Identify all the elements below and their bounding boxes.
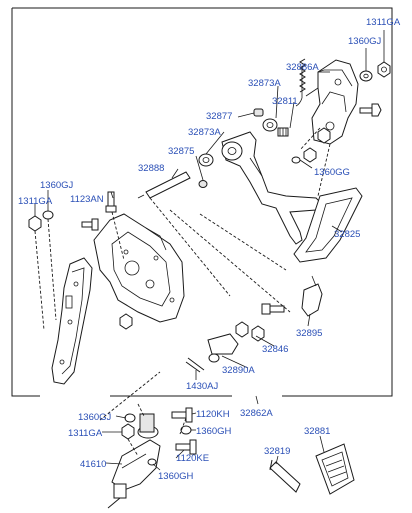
washer-1360gh-right[interactable] xyxy=(180,425,192,435)
bolt-1123an[interactable] xyxy=(105,191,117,213)
label-32819[interactable]: 32819 xyxy=(264,446,290,457)
label-32888[interactable]: 32888 xyxy=(138,163,164,174)
label-1360gj-left[interactable]: 1360GJ xyxy=(40,180,74,191)
label-32877[interactable]: 32877 xyxy=(206,111,232,122)
bolt-left-lower[interactable] xyxy=(81,218,99,231)
brake-pedal-arm[interactable] xyxy=(221,131,323,245)
snap-pin-1430aj[interactable] xyxy=(185,357,205,373)
bolt-1120kh[interactable] xyxy=(171,407,193,423)
label-1120ke[interactable]: 1120KE xyxy=(176,453,209,464)
label-1360gh-right[interactable]: 1360GH xyxy=(196,426,232,437)
side-support-bar[interactable] xyxy=(51,257,93,385)
bracket-nut-bottom[interactable] xyxy=(119,313,133,330)
nut-1311ga-left[interactable] xyxy=(28,215,42,232)
label-1311ga-bottom[interactable]: 1311GA xyxy=(68,428,103,439)
label-32875[interactable]: 32875 xyxy=(168,146,194,157)
bolt-1120ke[interactable] xyxy=(175,439,197,455)
master-cylinder-41610[interactable] xyxy=(107,413,161,509)
washer-1360gj-left[interactable] xyxy=(42,210,54,220)
part-labels: 1311GA 1360GJ 32886A 32873A 32811 32877 … xyxy=(18,17,401,482)
label-1120kh[interactable]: 1120KH xyxy=(196,409,230,420)
label-32895[interactable]: 32895 xyxy=(296,328,322,339)
label-1311ga-top-right[interactable]: 1311GA xyxy=(366,17,401,28)
nut-1311ga-bottom[interactable] xyxy=(121,423,135,440)
washer-1360gj-bottom[interactable] xyxy=(124,413,136,423)
label-32862a[interactable]: 32862A xyxy=(240,408,273,419)
label-1360gj-bottom[interactable]: 1360GJ xyxy=(78,412,112,423)
dashed-alignment-lines xyxy=(34,127,331,457)
bushing-32877[interactable] xyxy=(253,108,264,117)
return-spring[interactable] xyxy=(295,58,306,107)
bolt-32846[interactable] xyxy=(261,303,285,315)
washer-1360gj-top-right[interactable] xyxy=(359,70,373,82)
bracket-bolt[interactable] xyxy=(359,103,382,117)
label-32811[interactable]: 32811 xyxy=(272,96,298,107)
pedal-pad-32825[interactable] xyxy=(293,187,363,263)
sleeve-32875[interactable] xyxy=(198,180,208,188)
pin-32811[interactable] xyxy=(277,127,289,137)
label-32846[interactable]: 32846 xyxy=(262,344,288,355)
bracket-nut-lower[interactable] xyxy=(317,127,331,144)
pedal-pad-cover-32881[interactable] xyxy=(315,443,355,495)
nut-1311ga-top-right[interactable] xyxy=(377,61,391,78)
label-32825[interactable]: 32825 xyxy=(334,229,360,240)
stopper-1360gg[interactable] xyxy=(291,147,317,164)
nut-32846-b[interactable] xyxy=(251,325,265,342)
stop-lamp-switch-32895[interactable] xyxy=(301,275,323,317)
bushing-32873a-upper[interactable] xyxy=(262,118,278,132)
label-1360gh-bottom[interactable]: 1360GH xyxy=(158,471,194,482)
pedal-shaft-32888[interactable] xyxy=(137,171,191,199)
label-1360gg[interactable]: 1360GG xyxy=(314,167,350,178)
label-32881[interactable]: 32881 xyxy=(304,426,330,437)
label-32890a[interactable]: 32890A xyxy=(222,365,255,376)
washer-1360gh-bottom[interactable] xyxy=(147,458,157,466)
label-32873a-top[interactable]: 32873A xyxy=(248,78,281,89)
clevis-32890a[interactable] xyxy=(207,333,239,363)
label-32886a[interactable]: 32886A xyxy=(286,62,319,73)
label-1311ga-left[interactable]: 1311GA xyxy=(18,196,53,207)
label-32873a-mid[interactable]: 32873A xyxy=(188,127,221,138)
label-41610[interactable]: 41610 xyxy=(80,459,106,470)
label-1123an[interactable]: 1123AN xyxy=(70,194,104,205)
bracket-32819[interactable] xyxy=(269,459,301,493)
nut-32846-a[interactable] xyxy=(235,321,249,338)
label-1360gj-top-right[interactable]: 1360GJ xyxy=(348,36,382,47)
leader-lines xyxy=(34,71,343,471)
bushing-32873a-middle[interactable] xyxy=(198,153,214,167)
mounting-bracket-left[interactable] xyxy=(93,213,185,323)
label-1430aj[interactable]: 1430AJ xyxy=(186,381,218,392)
assembly-frame xyxy=(11,7,393,397)
pedal-bracket[interactable] xyxy=(305,59,359,145)
